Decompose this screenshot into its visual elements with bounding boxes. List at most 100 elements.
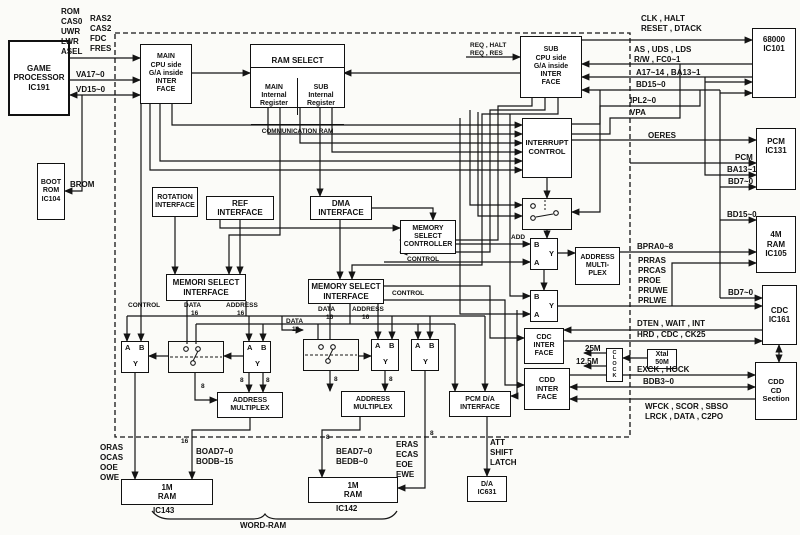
cdd-interface-box: CDD INTER FACE [524,368,570,410]
ram-mux-c2-box: A B Y [411,339,439,371]
control-label-mid: CONTROL [392,290,425,297]
ic142-label: IC142 [336,504,358,513]
bd7-cdc-label: BD7~0 [728,288,754,297]
bus-width-8: 8 [266,377,270,384]
clock-125m-label: 12.5M [576,357,599,366]
data-bus-label-far: DATA [286,318,304,325]
address-bus-width-left: 16 [237,310,245,317]
mux-a-label: A [247,343,253,352]
a17-ba13-label: A17~14 , BA13~1 [636,68,701,77]
ram-switch-left-box [168,341,224,373]
wfck-lrck-label: WFCK , SCOR , SBSO LRCK , DATA , C2PO [645,402,729,421]
sub-internal-register: SUB Internal Register [297,77,344,115]
ba13-label: BA13~1 [727,165,757,174]
cdd-section-box: CDD CD Section [755,362,797,420]
ic143-label: IC143 [153,506,175,515]
mux-y-label: Y [423,357,429,366]
data-bus-width-mid: 16 [326,314,334,321]
cdc-interface-box: CDC INTER FACE [524,328,564,364]
mux-b-label: B [139,343,145,352]
address-bus-label-mid: ADDRESS [352,306,384,313]
game-processor-box: GAME PROCESSOR IC191 [8,40,70,116]
ram-mux-c1-box: A B Y [371,339,399,371]
data-bus-width-far: 16 [292,326,300,333]
main-interface-box: MAIN CPU side G/A inside INTER FACE [140,44,192,104]
memory-select-controller-box: MEMORY SELECT CONTROLLER [400,220,456,254]
mux-y-label: Y [383,357,389,366]
clock-25m-label: 25M [585,344,601,353]
pr-bundle-label: PRRAS PRCAS PROE PRUWE PRLWE [638,256,668,305]
address-bus-width-mid: 16 [362,314,370,321]
mux-a-label: A [125,343,131,352]
xtal-box: Xtal 50M [647,349,677,369]
ipl-label: IPL2~0 [630,96,657,105]
interrupt-control-box: INTERRUPT CONTROL [522,118,572,178]
oeres-label: OERES [648,131,677,140]
mux-a-label: A [375,341,381,350]
boad-bus-label: BOAD7~0 BODB~15 [196,447,234,466]
att-shift-latch-label: ATT SHIFT LATCH [490,438,517,467]
ram-1m-left-box: 1M RAM [121,479,213,505]
bus-width-8: 8 [389,376,393,383]
mux-a-label: A [534,258,540,267]
mux-y-label: Y [133,359,139,368]
eras-bundle-label: ERAS ECAS EOE EWE [396,440,419,479]
memori-select-interface-box: MEMORI SELECT INTERFACE [166,274,246,301]
mux-b-label: B [429,341,435,350]
address-multiplex-center-box: ADDRESS MULTIPLEX [341,391,405,417]
oras-bundle-label: ORAS OCAS OOE OWE [100,443,124,482]
address-multiplex-left-box: ADDRESS MULTIPLEX [217,392,283,418]
bus-width-16: 16 [181,438,189,445]
mux-y-label: Y [549,301,555,310]
word-ram-label: WORD-RAM [240,521,287,530]
control-label-left: CONTROL [128,302,161,309]
mux-y-label: Y [549,249,555,258]
bd7-pcm-label: BD7~0 [728,177,754,186]
boot-rom-box: BOOT ROM IC104 [37,163,65,220]
pcm-box: PCM IC131 [756,128,796,190]
da-converter-box: D/A IC631 [467,476,507,502]
add-label: ADD [511,234,526,241]
vpa-label: VPA [630,108,646,117]
mux-b-label: B [534,240,540,249]
pcm-signal-label: PCM [735,153,753,162]
bead-bus-label: BEAD7~0 BEDB~0 [336,447,373,466]
bus-width-8: 8 [430,430,434,437]
rom-signal-bundle-label: ROM CAS0 UWR LWR ASEL [61,7,83,56]
brom-label: BROM [70,180,95,189]
mux-a-label: A [534,310,540,319]
pcm-da-interface-box: PCM D/A INTERFACE [449,391,511,417]
main-internal-register: MAIN Internal Register [259,84,288,108]
ram-mux-l2-box: A B Y [243,341,271,373]
memory-select-interface-box: MEMORY SELECT INTERFACE [308,279,384,304]
mux-b-label: B [389,341,395,350]
clk-halt-label: CLK , HALT RESET , DTACK [641,14,702,33]
mux-b-label: B [261,343,267,352]
rotation-interface-box: ROTATION INTERFACE [152,187,198,217]
clock-box: C L O C K [606,348,623,382]
bus-width-8: 8 [334,376,338,383]
bus-width-8: 8 [240,377,244,384]
bdb3-label: BDB3~0 [643,377,674,386]
ref-interface-box: REF INTERFACE [206,196,274,220]
ram-mux-l1-box: A B Y [121,341,149,373]
va-bus-label: VA17~0 [76,70,105,79]
ram-switch-center-box [303,339,359,371]
mux-b-label: B [534,292,540,301]
data-bus-label-mid: DATA [318,306,336,313]
interrupt-switch-box [522,198,572,230]
bpra-label: BPRA0~8 [637,242,674,251]
bus-width-8: 8 [326,434,330,441]
communication-ram: COMMUNICATION RAM [251,124,344,138]
hrd-label: HRD , CDC , CK25 [637,330,706,339]
data-bus-label-left: DATA [184,302,202,309]
address-multiplex-right-box: ADDRESS MULTI- PLEX [575,247,620,285]
bd15-ram-label: BD15~0 [727,210,757,219]
sub-interface-box: SUB CPU side G/A inside INTER FACE [520,36,582,98]
cpu-68000-box: 68000 IC101 [752,28,796,98]
as-uds-label: AS , UDS , LDS R/W , FC0~1 [634,45,692,64]
mux-y-label: Y [255,359,261,368]
ram-1m-right-box: 1M RAM [308,477,398,503]
